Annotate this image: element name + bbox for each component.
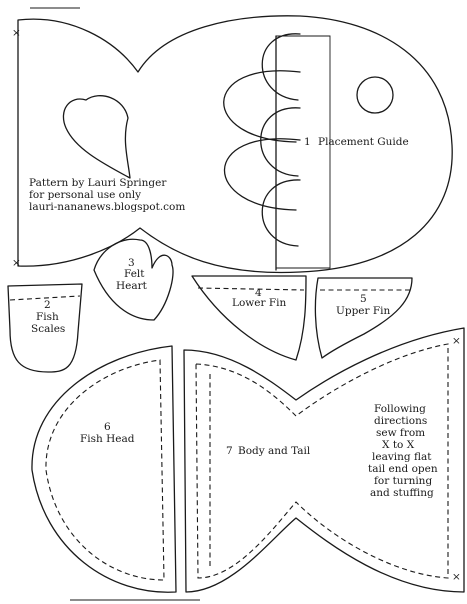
scale-shape <box>223 70 301 143</box>
instruction-line: sew from <box>376 427 425 439</box>
placement-guide-number: 1 <box>304 136 311 148</box>
placement-guide-piece: × × 1 Placement Guide <box>12 15 453 274</box>
body-number: 7 <box>226 445 233 457</box>
fish-scales-piece: 2 Fish Scales <box>7 283 83 373</box>
placement-guide-label: Placement Guide <box>318 136 409 148</box>
instruction-line: Following <box>374 403 426 415</box>
body-outline <box>183 327 465 593</box>
sew-marker: × <box>12 257 21 269</box>
fish-head-outline <box>31 345 177 593</box>
instruction-line: X to X <box>382 439 415 451</box>
upper-fin-number: 5 <box>360 293 367 305</box>
heart-outline <box>93 238 174 321</box>
scale-shape <box>261 33 301 101</box>
fish-head-number: 6 <box>104 421 111 433</box>
sew-marker: × <box>452 571 461 583</box>
sew-marker: × <box>12 27 21 39</box>
lower-fin-outline <box>191 275 307 361</box>
sew-marker: × <box>452 335 461 347</box>
scale-rows-border <box>276 35 331 269</box>
felt-heart-number: 3 <box>128 257 135 269</box>
felt-heart-piece: 3 Felt Heart <box>93 238 174 321</box>
credit-line: Pattern by Lauri Springer <box>29 177 167 189</box>
fish-scales-label: Fish <box>36 311 59 323</box>
cutout-heart-outline <box>62 95 131 179</box>
lower-fin-label: Lower Fin <box>232 297 286 309</box>
credit-line: for personal use only <box>29 189 141 201</box>
instruction-line: directions <box>374 415 427 427</box>
lower-fin-piece: 4 Lower Fin <box>191 275 307 361</box>
upper-fin-piece: 5 Upper Fin <box>314 277 413 359</box>
instruction-line: for turning <box>374 475 432 487</box>
felt-heart-label: Felt <box>124 268 145 280</box>
upper-fin-label: Upper Fin <box>336 305 391 317</box>
fish-head-label: Fish Head <box>80 433 135 445</box>
lower-fin-number: 4 <box>255 287 262 299</box>
scale-shape <box>261 179 301 247</box>
body-and-tail-piece: × × 7 Body and Tail <box>183 327 465 593</box>
instruction-line: tail end open <box>368 463 438 475</box>
scale-fold-line <box>9 295 81 301</box>
fish-head-piece: 6 Fish Head <box>31 345 177 593</box>
sewing-instructions: Following directions sew from X to X lea… <box>368 403 438 499</box>
scale-outline <box>7 283 83 373</box>
scale-shape <box>224 138 301 211</box>
instruction-line: leaving flat <box>372 451 432 463</box>
credit-line: lauri-nananews.blogspot.com <box>29 201 185 213</box>
fish-eye <box>356 76 394 114</box>
fish-outline <box>17 15 453 274</box>
upper-fin-outline <box>314 277 413 359</box>
fish-scales-label: Scales <box>31 323 65 335</box>
pattern-credits: Pattern by Lauri Springer for personal u… <box>29 177 185 213</box>
body-label: Body and Tail <box>238 445 311 457</box>
instruction-line: and stuffing <box>370 487 434 499</box>
fish-head-seam <box>45 359 165 581</box>
fish-scales-number: 2 <box>44 299 51 311</box>
felt-heart-label: Heart <box>116 280 148 292</box>
body-seam <box>195 343 449 579</box>
lower-fin-fold-line <box>197 287 305 291</box>
